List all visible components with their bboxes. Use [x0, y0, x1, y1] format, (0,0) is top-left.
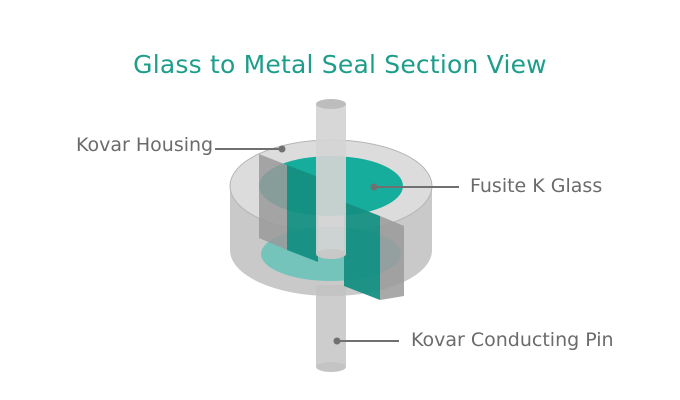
- upper-pin: [316, 99, 346, 259]
- leader-pin: [333, 337, 399, 345]
- label-kovar-housing: Kovar Housing: [76, 134, 214, 156]
- label-fusite-glass: Fusite K Glass: [470, 175, 603, 197]
- leader-housing: [215, 145, 286, 153]
- diagram-title: Glass to Metal Seal Section View: [133, 50, 547, 79]
- label-conducting-pin: Kovar Conducting Pin: [411, 329, 614, 351]
- leader-glass: [370, 183, 459, 191]
- section-cut: [259, 154, 404, 300]
- lower-pin: [316, 285, 346, 372]
